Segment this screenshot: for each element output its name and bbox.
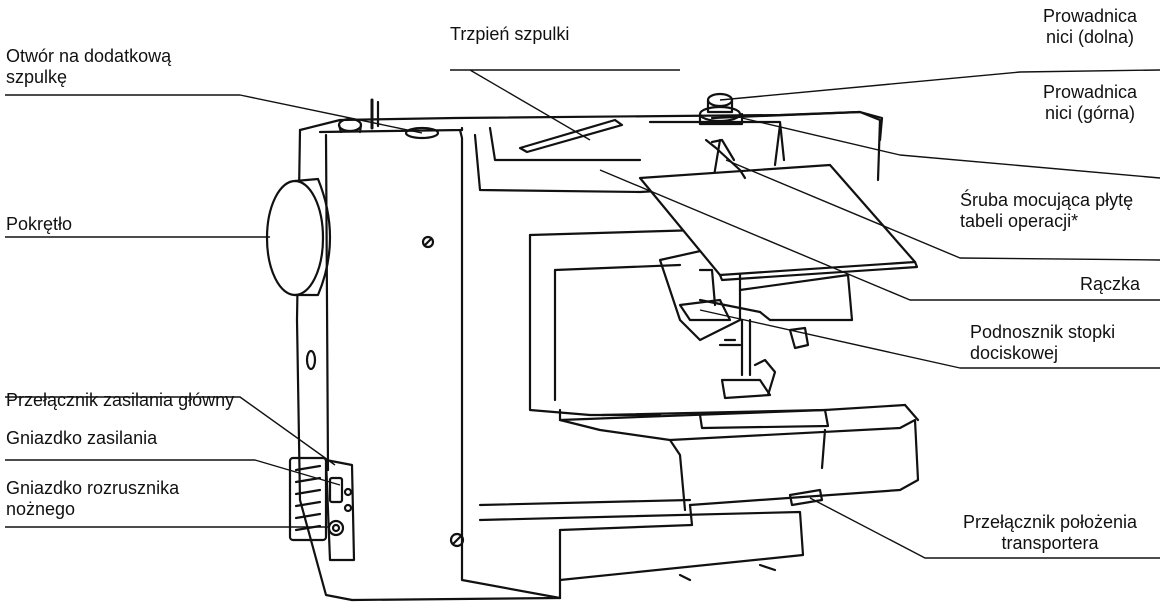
leader-main-power bbox=[5, 396, 336, 466]
leader-thread-guide-upper bbox=[741, 117, 1161, 179]
leader-lines bbox=[5, 69, 1161, 559]
leader-spool-pin bbox=[450, 69, 680, 141]
leader-handle bbox=[599, 169, 1160, 301]
leader-feed-switch bbox=[809, 497, 1160, 559]
label-main-power: Przełącznik zasilania główny bbox=[6, 390, 235, 410]
label-spool-pin: Trzpień szpulki bbox=[450, 24, 570, 44]
leader-bobbin-hole bbox=[5, 94, 423, 134]
machine-body bbox=[265, 92, 920, 602]
leader-power-socket bbox=[5, 459, 341, 486]
leader-screw-plate bbox=[725, 159, 1161, 261]
leader-presser-lifter bbox=[699, 309, 1160, 369]
label-handwheel: Pokrętło bbox=[6, 214, 73, 234]
label-handle: Rączka bbox=[1080, 274, 1141, 294]
label-power-socket: Gniazdko zasilania bbox=[6, 428, 158, 448]
leader-thread-guide-lower bbox=[719, 69, 1161, 101]
